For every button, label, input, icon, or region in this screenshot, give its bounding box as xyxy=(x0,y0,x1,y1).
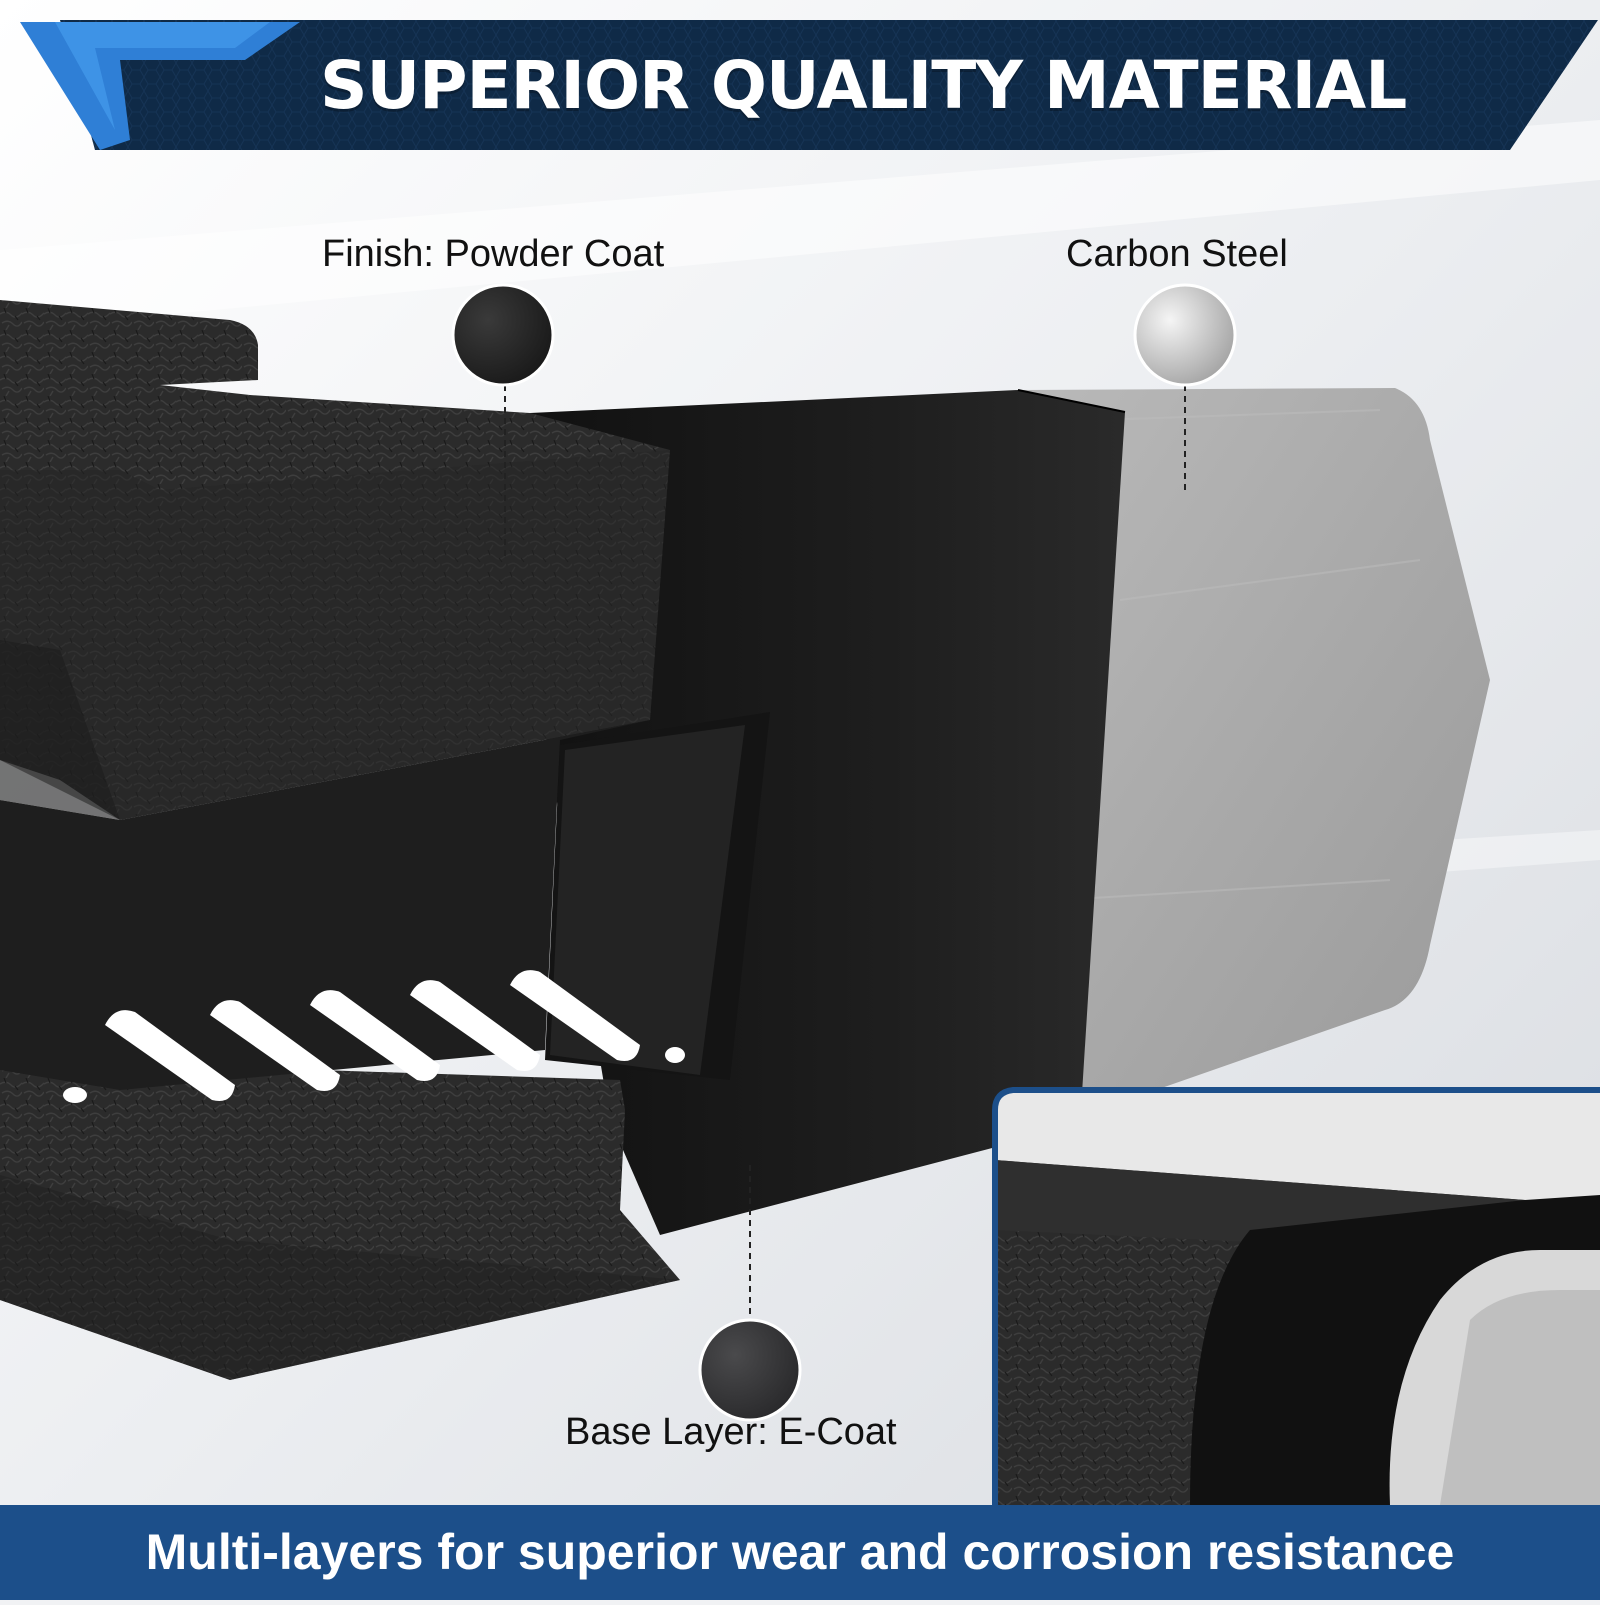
powder-coat-section xyxy=(0,300,770,1380)
powder-coat-swatch xyxy=(451,283,555,387)
carbon-steel-label: Carbon Steel xyxy=(1066,233,1288,275)
grip-slots xyxy=(63,970,685,1103)
e-coat-swatch xyxy=(698,1318,802,1422)
inset-closeup xyxy=(992,1087,1600,1505)
finish-label: Finish: Powder Coat xyxy=(322,233,665,275)
base-layer-label: Base Layer: E-Coat xyxy=(565,1411,897,1453)
footer-band xyxy=(0,1505,1600,1600)
footer-tagline: Multi-layers for superior wear and corro… xyxy=(145,1524,1455,1580)
carbon-steel-section xyxy=(1020,388,1490,1120)
carbon-steel-swatch xyxy=(1133,283,1237,387)
title-banner xyxy=(20,20,1598,150)
page-title: SUPERIOR QUALITY MATERIAL xyxy=(320,47,1407,124)
